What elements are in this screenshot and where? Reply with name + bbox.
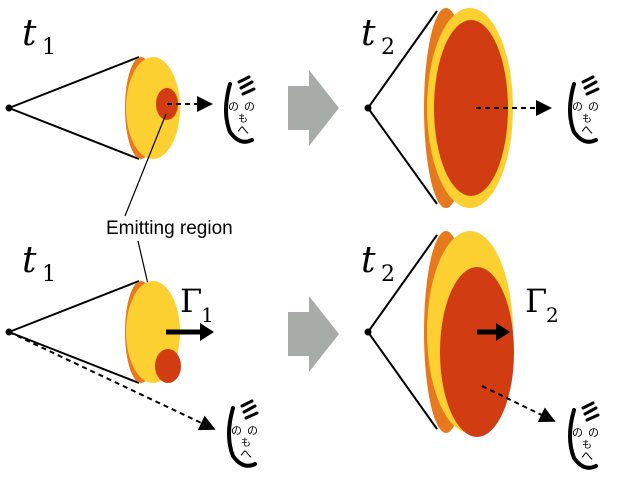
panel-bottom-right: t 2 Γ 2 の の も へ (361, 231, 600, 470)
time-label-sub: 1 (42, 35, 56, 60)
lorentz-label-gamma: Γ (180, 282, 202, 320)
face-icon: の の も へ (568, 401, 600, 470)
face-eye-left: の (231, 425, 242, 437)
callout-line-top (124, 113, 167, 217)
bulk-motion-arrow-head (200, 323, 214, 341)
time-label-sub: 2 (381, 262, 395, 287)
time-label-t: t (361, 13, 376, 54)
face-nose: も (582, 439, 592, 451)
disc-face (126, 57, 180, 159)
face-mouth: へ (581, 123, 593, 137)
panel-top-right: t 2 の の も へ (361, 8, 600, 208)
face-nose: も (238, 113, 248, 125)
face-nose: も (241, 437, 251, 449)
cone-line-lower (8, 107, 140, 160)
face-icon: の の も へ (568, 75, 600, 144)
cone-line-upper (8, 56, 140, 109)
face-mouth: へ (240, 447, 252, 461)
panel-bottom-left: t 1 Γ 1 の の も へ (5, 240, 259, 468)
face-icon: の の も へ (227, 399, 259, 468)
emission-arrow (481, 385, 556, 422)
emitting-region (434, 20, 508, 196)
panel-top-left: t 1 の の も へ (5, 13, 256, 160)
emission-arrow (8, 331, 216, 431)
cone-line-upper (8, 280, 140, 333)
bulk-motion-arrow-head (496, 323, 510, 341)
face-nose: も (582, 113, 592, 125)
time-label-sub: 2 (381, 35, 395, 60)
face-mouth: へ (581, 449, 593, 463)
lorentz-label-sub: 2 (546, 303, 559, 327)
face-eye-right: の (588, 101, 599, 113)
emitting-region-label: Emitting region (106, 218, 233, 239)
lorentz-label-gamma: Γ (525, 282, 547, 320)
face-eye-right: の (244, 101, 255, 113)
time-progress-arrow-bottom (288, 296, 339, 372)
lorentz-label-sub: 1 (201, 303, 214, 327)
cone-line-upper (367, 10, 438, 109)
face-eye-left: の (228, 101, 239, 113)
face-eye-left: の (572, 101, 583, 113)
time-label-t: t (22, 240, 37, 281)
time-label-t: t (22, 13, 37, 54)
time-label-t: t (361, 240, 376, 281)
face-eye-right: の (247, 425, 258, 437)
emitting-region (440, 267, 514, 437)
face-mouth: へ (237, 123, 249, 137)
face-icon: の の も へ (224, 75, 256, 144)
face-eye-left: の (572, 427, 583, 439)
face-eye-right: の (588, 427, 599, 439)
cone-line-upper (367, 234, 438, 333)
time-label-sub: 1 (42, 262, 56, 287)
emitting-region (155, 349, 181, 383)
cone-line-lower (8, 331, 140, 384)
cone-line-lower (367, 331, 438, 430)
time-progress-arrow-top (288, 70, 339, 146)
cone-line-lower (367, 107, 438, 205)
